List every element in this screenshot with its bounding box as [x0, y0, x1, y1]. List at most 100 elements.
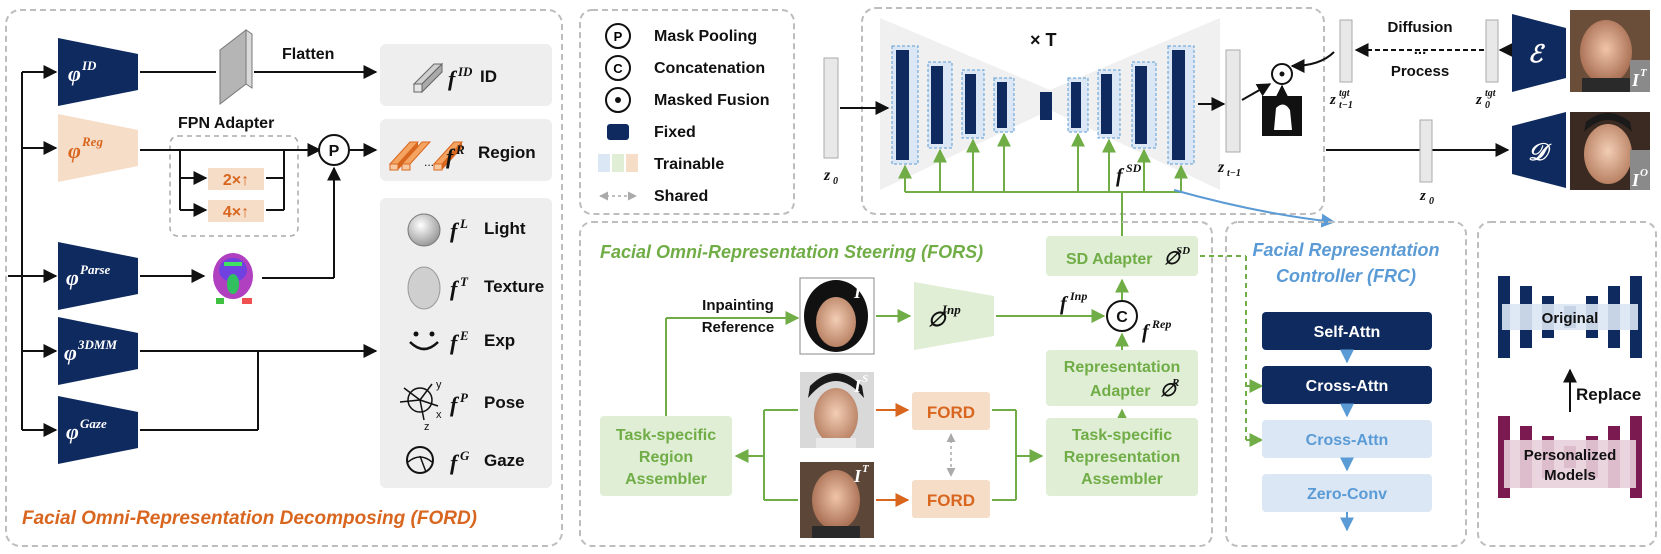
rep-adapter-sup: R	[1171, 377, 1179, 389]
unet-blocks	[891, 45, 1195, 165]
diffusion-dots: ...	[1414, 41, 1427, 58]
feature-texture-sup: T	[460, 274, 469, 289]
concat-symbol: C	[1116, 309, 1128, 326]
rep-assembler-box	[1046, 418, 1198, 496]
feature-light-symbol: f	[450, 218, 460, 243]
gaze-eye-icon	[406, 446, 434, 474]
encoder-id-sup: ID	[81, 58, 97, 73]
feature-region-name: Region	[478, 143, 536, 162]
legend-shared-label: Shared	[654, 188, 708, 205]
legend-fusion-dot	[615, 97, 621, 103]
rep-adapter-label-1: Representation	[1064, 359, 1180, 376]
input-trunk	[8, 65, 58, 437]
mask-pooling-node	[318, 134, 350, 166]
feature-region-sup: R	[455, 142, 465, 157]
upsample-4x-box	[208, 200, 264, 222]
rep-adapter-symbol: ∅	[1160, 380, 1178, 400]
fpn-adapter-box	[169, 135, 299, 237]
feature-region-symbol: f	[446, 144, 456, 169]
encoder-gaze-symbol: φ	[66, 419, 79, 444]
zt-tgt-label: z	[1329, 92, 1336, 108]
upsample-4x-label: 4×↑	[223, 204, 249, 221]
cross-attn-trainable-label: Cross-Attn	[1306, 432, 1389, 449]
z0-tgt-sup: tgt	[1485, 88, 1497, 99]
feature-gaze-name: Gaze	[484, 451, 525, 470]
region-assembler-box	[600, 416, 732, 496]
feature-pose-symbol: f	[450, 392, 460, 417]
sd-adapter-box	[1046, 236, 1198, 276]
fsd-symbol: f	[1116, 165, 1125, 187]
replace-panel	[1477, 221, 1657, 547]
encoder-parse-sup: Parse	[80, 262, 111, 277]
inp-encoder-shape	[914, 282, 994, 350]
cross-attn-trainable-block	[1262, 420, 1432, 458]
process-label: Process	[1391, 63, 1449, 80]
rep-assembler-line-2: Representation	[1064, 449, 1180, 466]
frep-sup: Rep	[1151, 317, 1171, 331]
expression-smile-icon	[409, 331, 439, 351]
unet-to-frc-arrow	[1173, 189, 1336, 228]
encoder-id: φ ID	[58, 38, 138, 106]
finp-symbol: f	[1060, 293, 1069, 315]
frep-symbol: f	[1142, 321, 1151, 343]
zt-latent-bar	[1225, 49, 1241, 153]
feature-texture-symbol: f	[450, 276, 460, 301]
encoder-3dmm-symbol: φ	[64, 340, 77, 365]
fpn-adapter-label: FPN Adapter	[178, 115, 274, 132]
target-to-fusion-arrow	[1290, 51, 1335, 73]
original-label: Original	[1542, 310, 1599, 327]
id-feature-icon	[412, 62, 444, 94]
encoder-gaze: φ Gaze	[58, 396, 138, 464]
feature-gaze-symbol: f	[450, 450, 460, 475]
personalized-label-1: Personalized	[1524, 447, 1617, 464]
z0-tgt-bar	[1485, 19, 1499, 83]
fors-title: Facial Omni-Representation Steering (FOR…	[600, 242, 983, 262]
fors-target-face-image	[800, 462, 874, 538]
zero-conv-label: Zero-Conv	[1307, 486, 1387, 503]
encoder-parse-symbol: φ	[66, 265, 79, 290]
z0-out-label: z	[1419, 188, 1426, 204]
feature-id-sup: ID	[457, 64, 473, 79]
pose-axis-x: x	[436, 409, 442, 421]
legend-panel	[579, 9, 795, 215]
feature-id-name: ID	[480, 67, 497, 86]
feature-pose-sup: P	[460, 390, 469, 405]
encoder-region-sup: Reg	[81, 134, 103, 149]
vae-encoder-symbol: ℰ	[1528, 42, 1546, 68]
z0-out-bar	[1419, 119, 1433, 183]
region-assembler-line-1: Task-specific	[616, 427, 716, 444]
target-image-label: I	[1631, 70, 1640, 90]
flatten-label: Flatten	[282, 46, 334, 63]
masked-fusion-dot	[1279, 71, 1285, 77]
reference-label: Reference	[702, 319, 775, 336]
legend-pool-symbol: P	[614, 29, 623, 44]
output-image-label: I	[1631, 170, 1640, 190]
personalized-unet-icon	[1498, 416, 1642, 498]
zt-tgt-sub: t−1	[1339, 100, 1353, 111]
encoder-region: φ Reg	[58, 114, 138, 182]
encoder-id-symbol: φ	[68, 61, 81, 86]
pose-axes-icon: y x z	[399, 379, 442, 433]
z0-tgt-sub: 0	[1485, 100, 1490, 111]
target-face-image	[1570, 10, 1650, 92]
target-image-sup: T	[1640, 67, 1648, 79]
frc-title-2: Controller (FRC)	[1276, 266, 1416, 286]
z0-sub: 0	[833, 176, 838, 187]
fpn-wires	[140, 143, 322, 217]
rep-adapter-label-2: Adapter	[1090, 383, 1150, 400]
diffusion-label: Diffusion	[1388, 19, 1453, 36]
region-assembler-line-2: Region	[639, 449, 693, 466]
feature-exp-name: Exp	[484, 331, 515, 350]
vae-decoder-shape	[1512, 112, 1566, 188]
finp-sup: Inp	[1069, 289, 1087, 303]
zt-tgt-bar	[1339, 19, 1353, 83]
feature-light-name: Light	[484, 219, 526, 238]
source-image-label: I	[853, 376, 862, 396]
replace-label: Replace	[1576, 385, 1641, 404]
z0-tgt-label: z	[1475, 92, 1482, 108]
output-image-sup: O	[1640, 167, 1648, 179]
encoder-gaze-sup: Gaze	[80, 416, 107, 431]
feature-texture-name: Texture	[484, 277, 544, 296]
inpainting-label: Inpainting	[702, 297, 774, 314]
